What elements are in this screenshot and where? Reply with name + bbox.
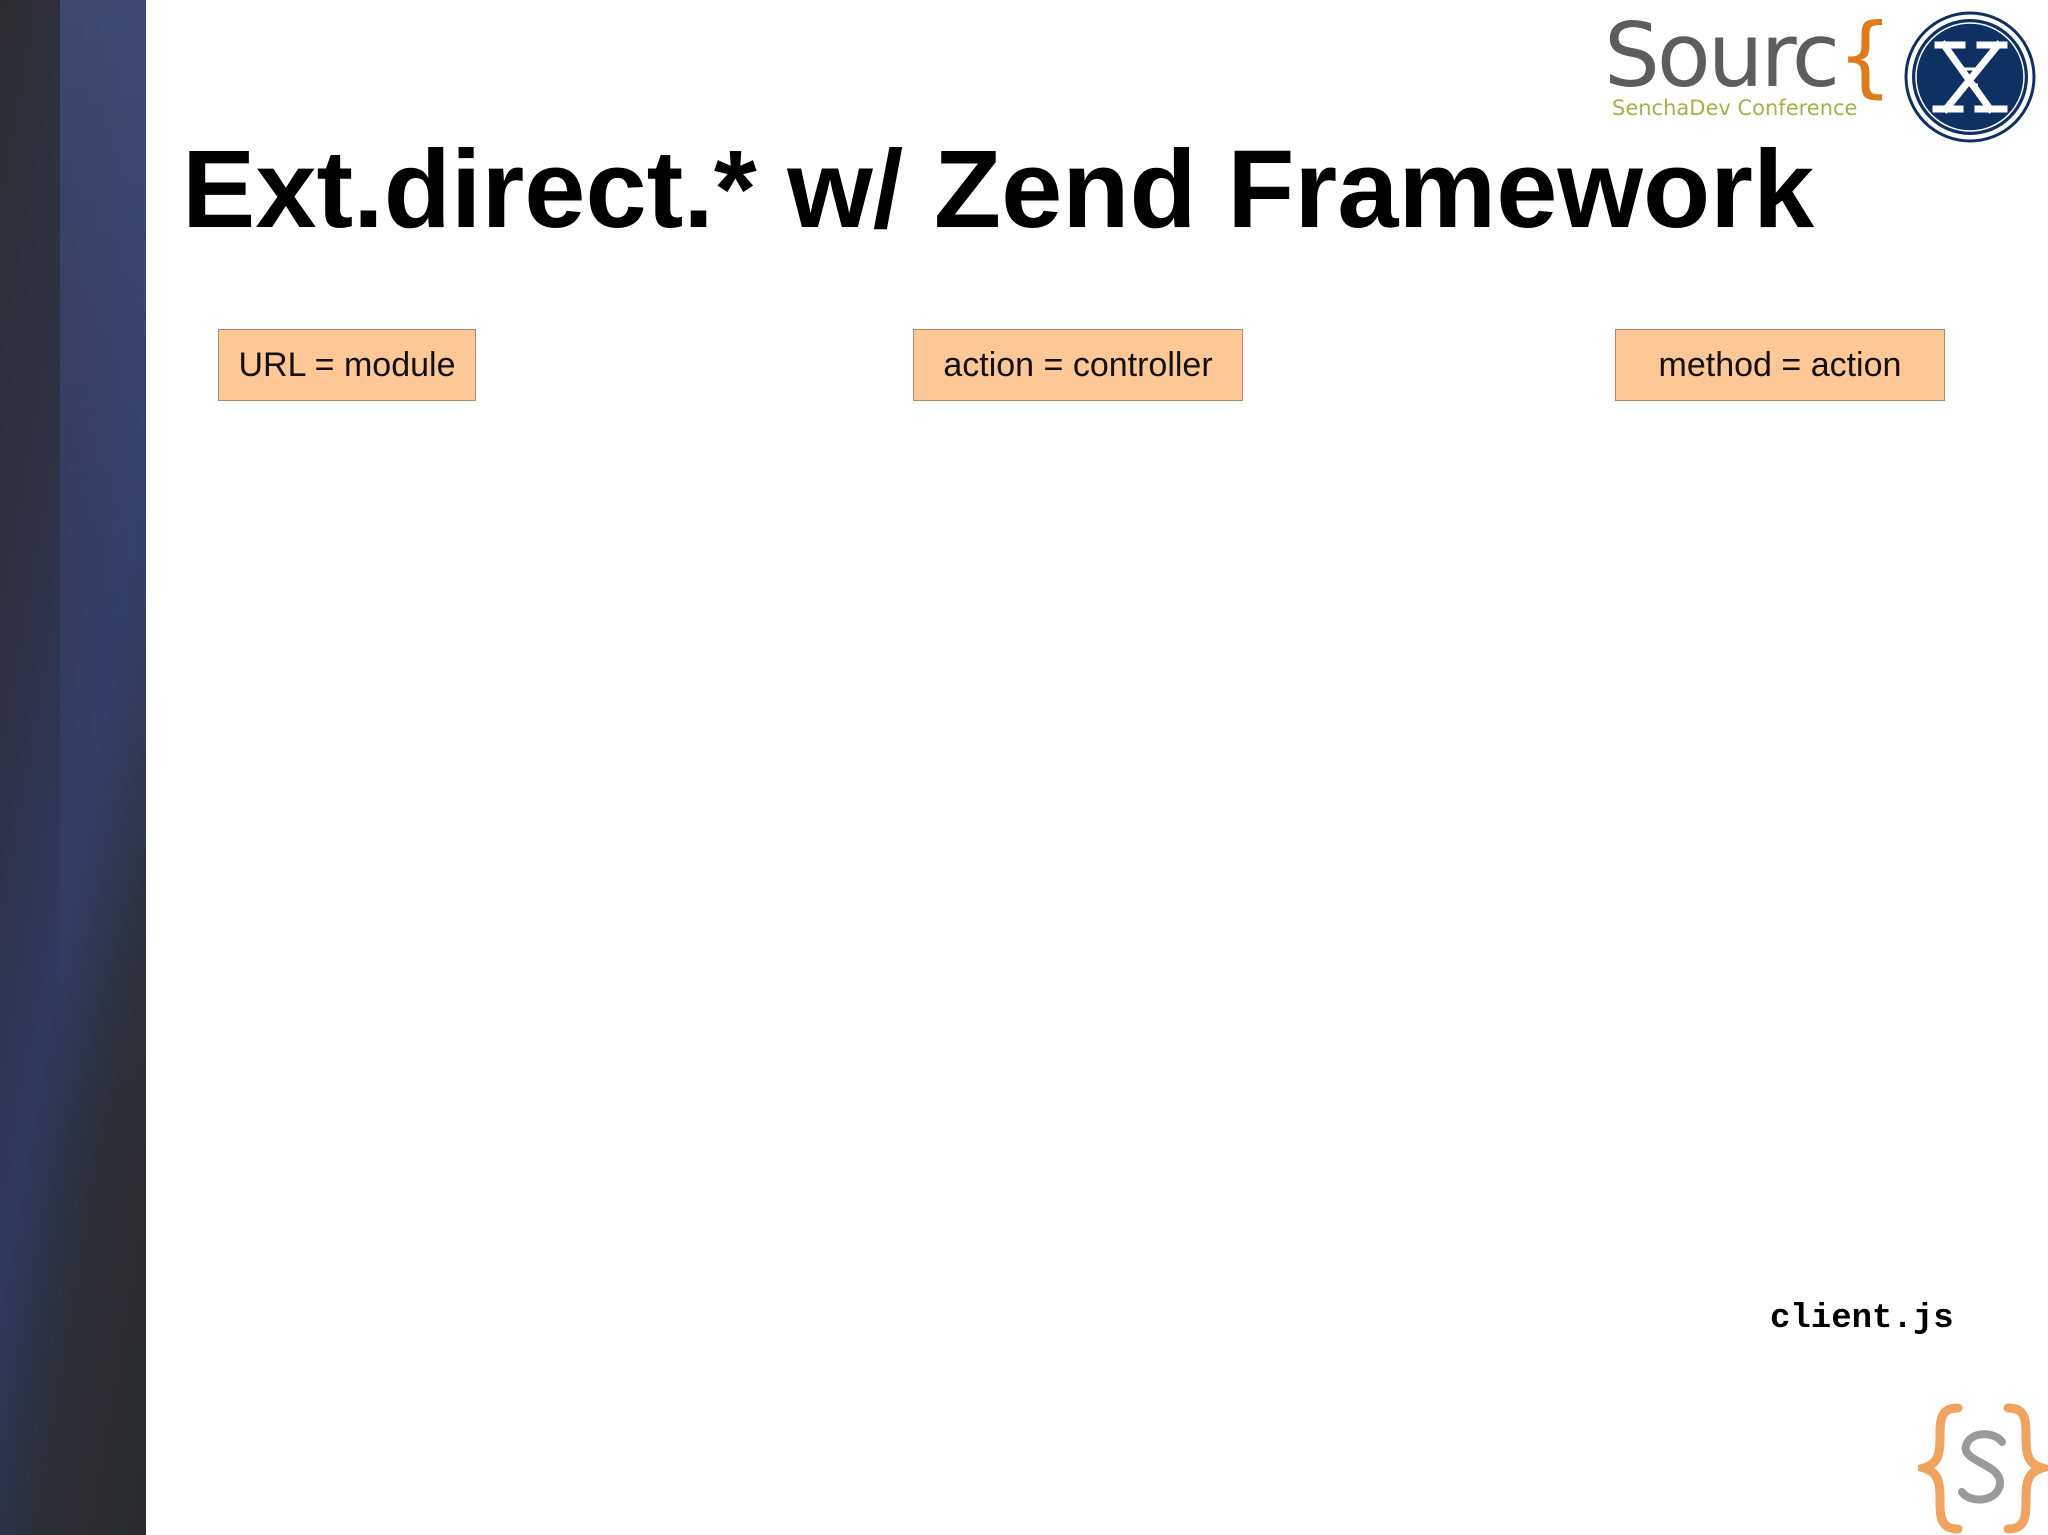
logo-word: Sourc: [1604, 4, 1840, 107]
logo-subtitle: SenchaDev Conference: [1612, 96, 1858, 120]
mapping-box-url: URL = module: [218, 329, 476, 401]
kk-monogram-icon: [1904, 11, 2036, 143]
filename-label: client.js: [1770, 1300, 1954, 1338]
slide-title: Ext.direct.* w/ Zend Framework: [182, 128, 1815, 251]
left-decorative-band: [0, 0, 146, 1535]
sencha-brace-s-icon: [1918, 1403, 2048, 1534]
mapping-box-action: action = controller: [913, 329, 1243, 401]
logo-wordmark: Sourc{: [1604, 4, 1893, 107]
mapping-box-method: method = action: [1615, 329, 1945, 401]
logo-brace: {: [1837, 4, 1893, 107]
slide-canvas: [146, 0, 2048, 1535]
source-conference-logo: Sourc{ SenchaDev Conference: [1604, 6, 1893, 130]
